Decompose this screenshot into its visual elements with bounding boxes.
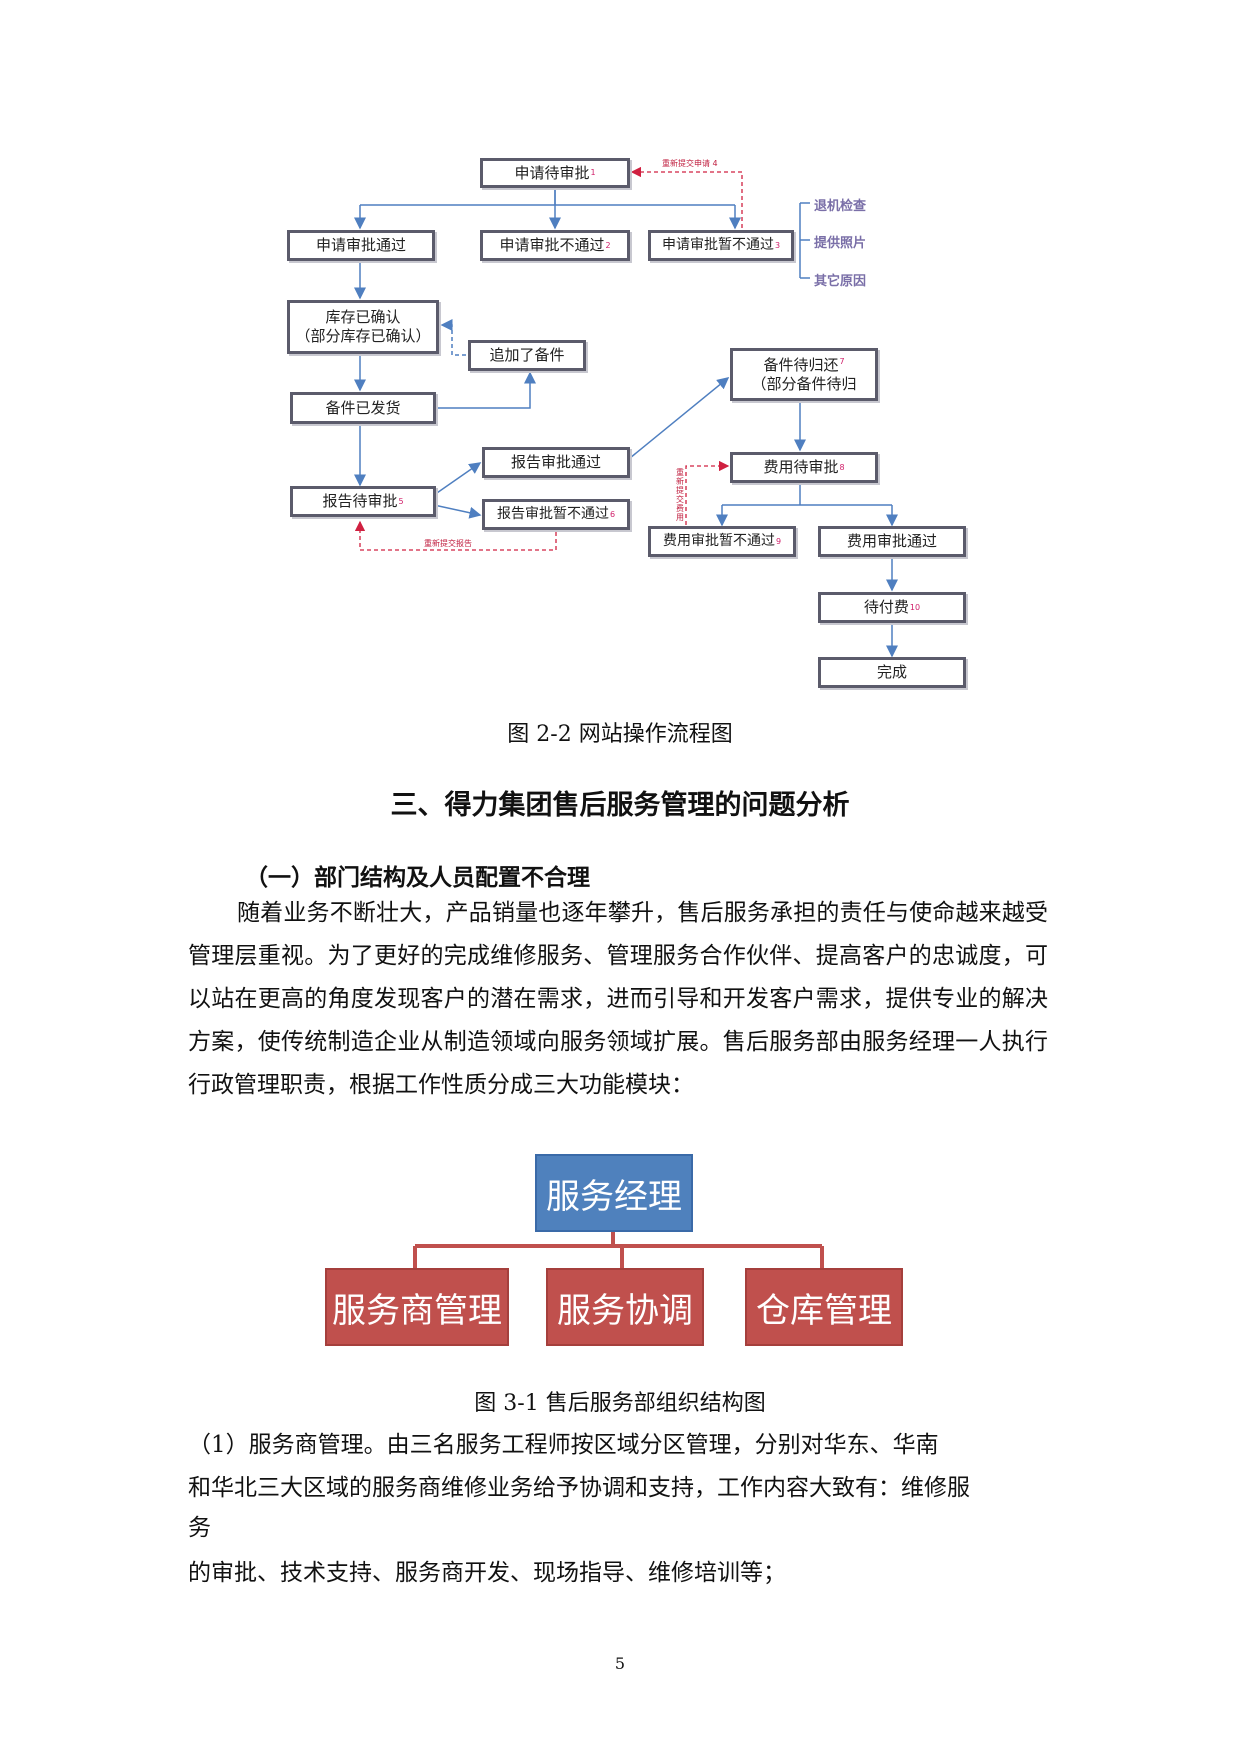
step-number: 3 <box>774 240 781 250</box>
figure-caption-flowchart: 图 2-2 网站操作流程图 <box>507 722 733 747</box>
org-chart-connectors <box>413 1231 824 1268</box>
flow-box-sublabel: （部分库存已确认） <box>295 327 431 345</box>
flow-box-label: 申请审批通过 <box>315 236 406 255</box>
item1-line-4: 的审批、技术支持、服务商开发、现场指导、维修培训等； <box>188 1560 786 1586</box>
resubmit-fee-label: 重新提交费用 <box>676 468 684 522</box>
flow-box-apply-pass: 申请审批通过 <box>287 230 435 261</box>
hold-reason-1: 退机检查 <box>814 199 867 214</box>
body-paragraph: 随着业务不断壮大，产品销量也逐年攀升，售后服务承担的责任与使命越来越受管理层重视… <box>188 892 1048 1107</box>
item1-line-1: （1）服务商管理。由三名服务工程师按区域分区管理，分别对华东、华南 <box>188 1432 939 1458</box>
item1-line-2: 和华北三大区域的服务商维修业务给予协调和支持，工作内容大致有：维修服 <box>188 1475 970 1501</box>
step-number: 9 <box>775 536 782 546</box>
flow-box-label: 追加了备件 <box>489 346 565 365</box>
flow-box-label: 待付费 <box>863 598 909 617</box>
step-number: 7 <box>839 356 845 366</box>
flow-box-parts-shipped: 备件已发货 <box>290 392 436 424</box>
flow-box-stock-confirmed: 库存已确认 （部分库存已确认） <box>287 300 439 354</box>
flow-box-fee-pass: 费用审批通过 <box>818 526 966 557</box>
step-number: 10 <box>909 602 921 612</box>
flow-box-label: 完成 <box>876 663 907 682</box>
flow-box-parts-returned: 备件待归还7 （部分备件待归 <box>730 348 878 401</box>
flow-box-sublabel: （部分备件待归 <box>751 374 857 393</box>
step-number: 1 <box>590 168 596 177</box>
flow-box-label: 申请审批暂不通过 <box>661 236 774 253</box>
step-number: 8 <box>839 462 845 472</box>
flow-box-label: 报告审批暂不通过 <box>496 505 609 522</box>
resubmit-application-label: 重新提交申请 4 <box>662 159 718 168</box>
flow-box-label: 报告审批通过 <box>510 453 601 472</box>
subsection-title: （一）部门结构及人员配置不合理 <box>245 865 590 891</box>
org-node-service-provider-mgmt: 服务商管理 <box>325 1268 509 1346</box>
flow-box-report-pass: 报告审批通过 <box>482 447 630 478</box>
flow-box-label: 报告待审批 <box>322 492 398 511</box>
hold-reason-3: 其它原因 <box>814 274 867 289</box>
paragraph-text: 随着业务不断壮大，产品销量也逐年攀升，售后服务承担的责任与使命越来越受管理层重视… <box>188 900 1048 1098</box>
item1-line-3: 务 <box>188 1515 211 1541</box>
flow-box-label: 库存已确认 <box>325 308 401 327</box>
flowchart-connectors <box>354 166 898 658</box>
flow-box-label: 申请待审批 <box>514 163 590 182</box>
flow-box-done: 完成 <box>818 657 966 688</box>
figure-caption-org-chart: 图 3-1 售后服务部组织结构图 <box>474 1391 766 1416</box>
resubmit-report-label: 重新提交报告 <box>424 539 472 548</box>
flow-box-label-text: 备件待归还 <box>763 355 839 374</box>
flow-box-added-parts: 追加了备件 <box>468 340 586 371</box>
flow-box-label: 费用审批暂不通过 <box>662 532 775 549</box>
org-node-service-manager: 服务经理 <box>535 1154 693 1232</box>
flow-box-label: 费用审批通过 <box>846 532 937 551</box>
flow-box-label: 费用待审批 <box>763 458 839 477</box>
step-number: 6 <box>609 509 616 519</box>
step-number: 2 <box>605 240 611 250</box>
page-number: 5 <box>614 1654 626 1673</box>
flow-box-label: 申请审批不通过 <box>499 236 605 255</box>
step-number: 5 <box>398 496 404 506</box>
flow-box-label: 备件待归还7 <box>763 356 844 375</box>
section-title: 三、得力集团售后服务管理的问题分析 <box>390 790 850 821</box>
hold-reason-2: 提供照片 <box>814 236 867 251</box>
flow-box-label: 备件已发货 <box>325 398 401 417</box>
org-node-service-coordination: 服务协调 <box>546 1268 704 1346</box>
org-node-warehouse-mgmt: 仓库管理 <box>745 1268 903 1346</box>
